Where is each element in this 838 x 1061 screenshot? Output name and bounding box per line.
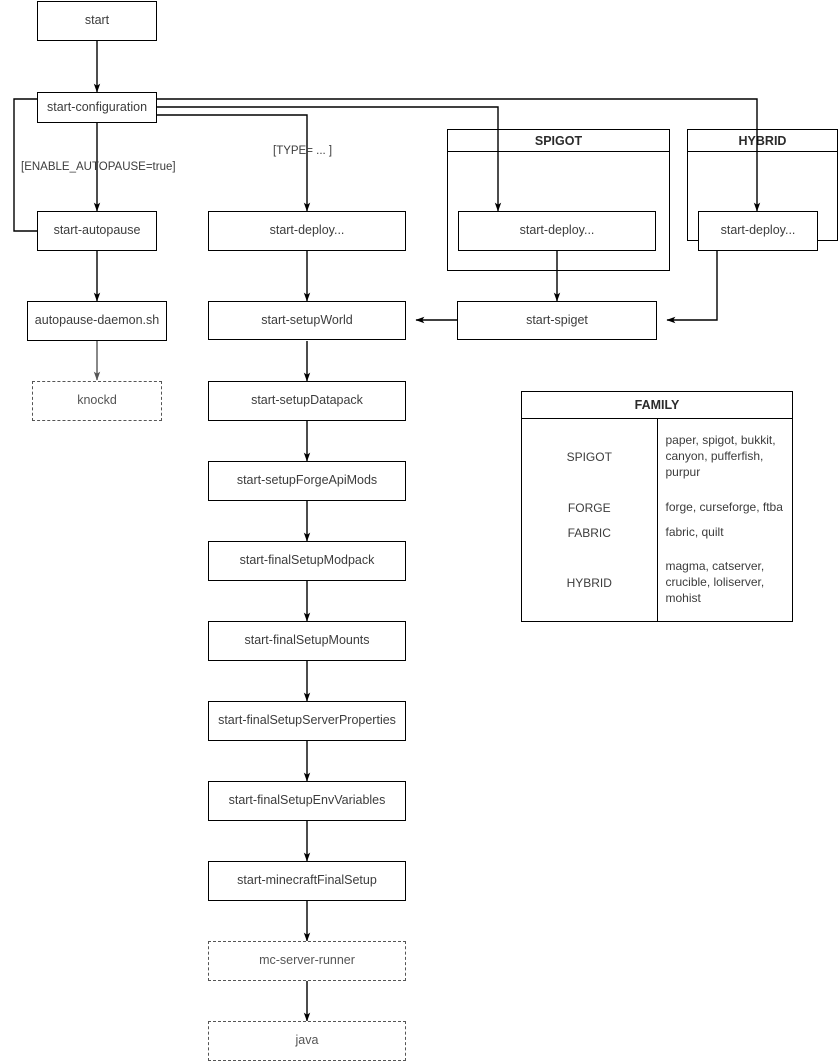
family-table-header-row: FAMILY [522,392,792,419]
node-deploy-main[interactable]: start-deploy... [208,211,406,251]
family-key-hybrid: HYBRID [522,545,658,621]
table-row: SPIGOT paper, spigot, bukkit, canyon, pu… [522,418,792,495]
family-key-fabric: FABRIC [522,520,658,546]
node-autopause-daemon[interactable]: autopause-daemon.sh [27,301,167,341]
edge-hybrid-deploy-to-spiget [666,251,718,324]
node-minecraft-final-setup[interactable]: start-minecraftFinalSetup [208,861,406,901]
node-deploy-hybrid[interactable]: start-deploy... [698,211,818,251]
family-legend: FAMILY SPIGOT paper, spigot, bukkit, can… [521,391,793,622]
node-final-setup-env-variables[interactable]: start-finalSetupEnvVariables [208,781,406,821]
node-setup-datapack[interactable]: start-setupDatapack [208,381,406,421]
table-row: FABRIC fabric, quilt [522,520,792,546]
family-table-title: FAMILY [522,392,792,419]
node-final-setup-mounts[interactable]: start-finalSetupMounts [208,621,406,661]
node-deploy-spigot[interactable]: start-deploy... [458,211,656,251]
node-start-autopause[interactable]: start-autopause [37,211,157,251]
family-values-forge: forge, curseforge, ftba [665,499,783,514]
family-key-spigot: SPIGOT [522,418,658,495]
node-final-setup-modpack[interactable]: start-finalSetupModpack [208,541,406,581]
family-values-fabric: fabric, quilt [665,524,724,539]
edge-configuration-to-main-deploy [157,114,311,212]
node-setup-world[interactable]: start-setupWorld [208,301,406,340]
group-spigot-title: SPIGOT [448,130,669,152]
table-row: FORGE forge, curseforge, ftba [522,494,792,521]
family-table: FAMILY SPIGOT paper, spigot, bukkit, can… [522,392,792,621]
edge-label-enable-autopause: [ENABLE_AUTOPAUSE=true] [21,161,176,173]
table-row: HYBRID magma, catserver, crucible, lolis… [522,545,792,621]
node-final-setup-server-properties[interactable]: start-finalSetupServerProperties [208,701,406,741]
node-start-configuration[interactable]: start-configuration [37,92,157,123]
family-key-forge: FORGE [522,494,658,521]
node-start[interactable]: start [37,1,157,41]
node-mc-server-runner[interactable]: mc-server-runner [208,941,406,981]
node-start-spiget[interactable]: start-spiget [457,301,657,340]
edge-label-type: [TYPE= ... ] [273,145,333,157]
family-values-hybrid: magma, catserver, crucible, loliserver, … [665,559,765,606]
node-setup-forge-api-mods[interactable]: start-setupForgeApiMods [208,461,406,501]
node-knockd[interactable]: knockd [32,381,162,421]
group-hybrid-title: HYBRID [688,130,837,152]
family-values-spigot: paper, spigot, bukkit, canyon, pufferfis… [665,433,776,479]
node-java[interactable]: java [208,1021,406,1061]
